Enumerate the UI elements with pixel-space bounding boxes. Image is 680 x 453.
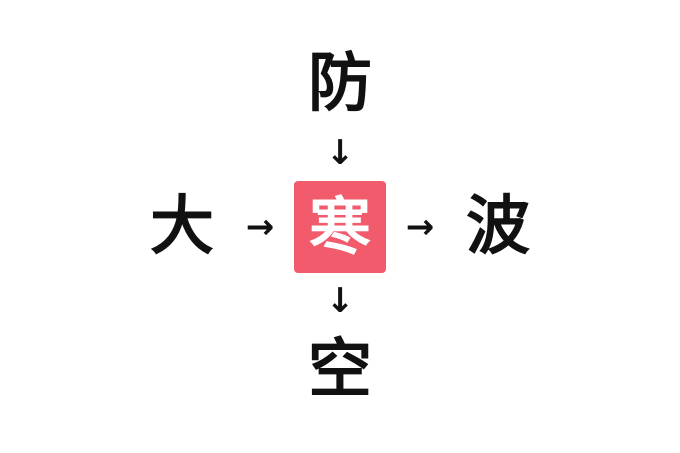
arrow-right-right-icon: →: [405, 206, 435, 247]
kanji-right: 波: [466, 188, 530, 264]
kanji-top: 防: [308, 45, 372, 121]
kanji-bottom: 空: [308, 331, 372, 407]
kanji-puzzle: 防 ↓ 大 → 寒 → 波 ↓ 空: [136, 41, 544, 413]
arrow-down-bottom-icon: ↓: [325, 280, 355, 321]
arrow-right-left-icon: →: [245, 206, 275, 247]
kanji-left: 大: [150, 188, 214, 264]
arrow-down-top-icon: ↓: [325, 132, 355, 173]
kanji-center: 寒: [308, 189, 371, 263]
center-kanji-box: 寒: [294, 180, 386, 273]
